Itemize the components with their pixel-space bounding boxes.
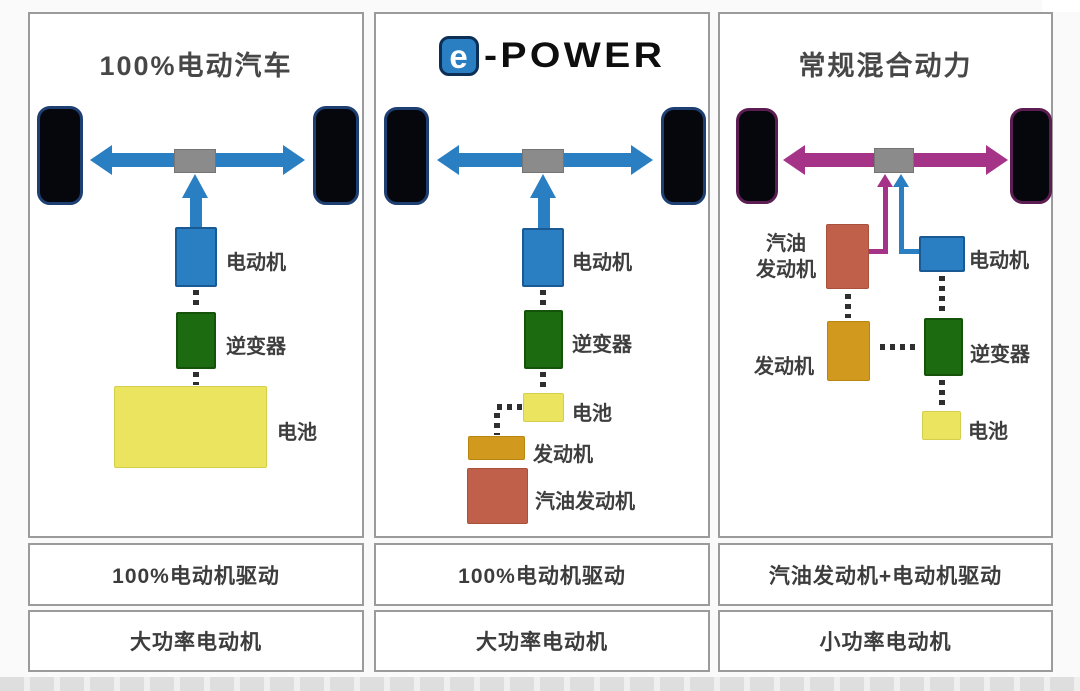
drive-arrow-right-icon [631, 145, 653, 175]
epower-drive-type-text: 100%电动机驱动 [458, 564, 626, 588]
motor-arrow-shaft [538, 198, 550, 228]
motor-label: 电动机 [226, 252, 286, 274]
battery-label: 电池 [968, 421, 1008, 443]
engine-link-vertical [883, 187, 888, 254]
gasoline-engine-label-line1: 汽油 [766, 233, 806, 255]
generator-box [827, 321, 870, 381]
connector-engine-generator [845, 294, 851, 318]
wheel-left-icon [37, 106, 83, 205]
drive-axle-right [216, 153, 283, 167]
corner-artifact [1042, 0, 1080, 12]
gasoline-engine-box [467, 468, 528, 524]
drive-arrow-left-icon [783, 145, 805, 175]
motor-label: 电动机 [572, 252, 632, 274]
motor-arrow-up-icon [530, 174, 556, 198]
ev-drive-type-row: 100%电动机驱动 [28, 543, 364, 606]
drive-axle-right [914, 153, 986, 167]
engine-arrow-up-icon [877, 174, 893, 187]
connector-motor-inverter [939, 276, 945, 315]
inverter-label: 逆变器 [226, 336, 286, 358]
connector-inverter-battery [540, 372, 546, 391]
drive-axle-right [564, 153, 631, 167]
hybrid-drive-type-text: 汽油发动机+电动机驱动 [768, 564, 1003, 588]
connector-inverter-battery [939, 380, 945, 408]
gasoline-engine-label-line2: 发动机 [756, 259, 816, 281]
battery-label: 电池 [277, 422, 317, 444]
wheel-left-icon [384, 107, 429, 205]
gearbox-shape [522, 149, 564, 173]
inverter-box [524, 310, 563, 369]
motor-link-horizontal [904, 249, 920, 254]
panel-epower: e -POWER 电动机 逆变器 电池 发动机 汽油发动机 [374, 12, 710, 538]
motor-box [522, 228, 564, 287]
hybrid-drive-type-row: 汽油发动机+电动机驱动 [718, 543, 1053, 606]
gearbox-shape [174, 149, 216, 173]
motor-link-vertical [899, 187, 904, 254]
connector-battery-generator-v [494, 413, 500, 435]
motor-arrow-up-icon [182, 174, 208, 198]
battery-box [922, 411, 961, 440]
generator-label: 发动机 [754, 356, 814, 378]
inverter-box [924, 318, 963, 376]
battery-box [114, 386, 267, 468]
motor-arrow-up-icon [893, 174, 909, 187]
inverter-label: 逆变器 [970, 344, 1030, 366]
drive-arrow-right-icon [986, 145, 1008, 175]
generator-label: 发动机 [533, 444, 593, 466]
wheel-right-icon [661, 107, 706, 205]
ev-drive-type-text: 100%电动机驱动 [112, 564, 280, 588]
bottom-border-strip [0, 677, 1080, 691]
epower-logo: e -POWER [376, 36, 708, 76]
motor-box [175, 227, 217, 287]
battery-label: 电池 [572, 403, 612, 425]
epower-e-badge-icon: e [438, 36, 479, 76]
panel-ev-title: 100%电动汽车 [99, 51, 293, 81]
wheel-right-icon [313, 106, 359, 205]
drive-axle-left [112, 153, 175, 167]
connector-battery-generator-h [497, 404, 523, 410]
battery-box [523, 393, 564, 422]
epower-logo-text: -POWER [483, 36, 665, 75]
motor-arrow-shaft [190, 198, 202, 227]
panel-ev: 100%电动汽车 电动机 逆变器 电池 [28, 12, 364, 538]
drive-arrow-left-icon [90, 145, 112, 175]
panel-hybrid-title: 常规混合动力 [798, 51, 973, 81]
hybrid-motor-power-text: 小功率电动机 [819, 631, 952, 654]
epower-motor-power-text: 大功率电动机 [476, 631, 608, 654]
motor-label: 电动机 [969, 250, 1029, 272]
connector-generator-inverter [880, 344, 918, 350]
wheel-right-icon [1010, 108, 1052, 204]
ev-motor-power-row: 大功率电动机 [28, 610, 364, 672]
panel-hybrid: 常规混合动力 汽油 发动机 发动机 电动机 逆变器 电池 [718, 12, 1053, 538]
drive-axle-left [459, 153, 522, 167]
motor-box [919, 236, 965, 272]
gasoline-engine-label: 汽油发动机 [535, 491, 635, 513]
generator-box [468, 436, 525, 460]
drive-arrow-right-icon [283, 145, 305, 175]
connector-motor-inverter [193, 290, 199, 310]
epower-motor-power-row: 大功率电动机 [374, 610, 710, 672]
epower-drive-type-row: 100%电动机驱动 [374, 543, 710, 606]
connector-motor-inverter [540, 290, 546, 308]
ev-motor-power-text: 大功率电动机 [130, 631, 262, 654]
gasoline-engine-label: 汽油 发动机 [748, 231, 824, 283]
inverter-label: 逆变器 [572, 334, 632, 356]
inverter-box [176, 312, 216, 369]
drive-axle-left [805, 153, 874, 167]
gasoline-engine-box [826, 224, 869, 289]
wheel-left-icon [736, 108, 778, 204]
gearbox-shape [874, 148, 914, 173]
drive-arrow-left-icon [437, 145, 459, 175]
engine-link-horizontal [868, 249, 888, 254]
connector-inverter-battery [193, 372, 199, 385]
hybrid-motor-power-row: 小功率电动机 [718, 610, 1053, 672]
